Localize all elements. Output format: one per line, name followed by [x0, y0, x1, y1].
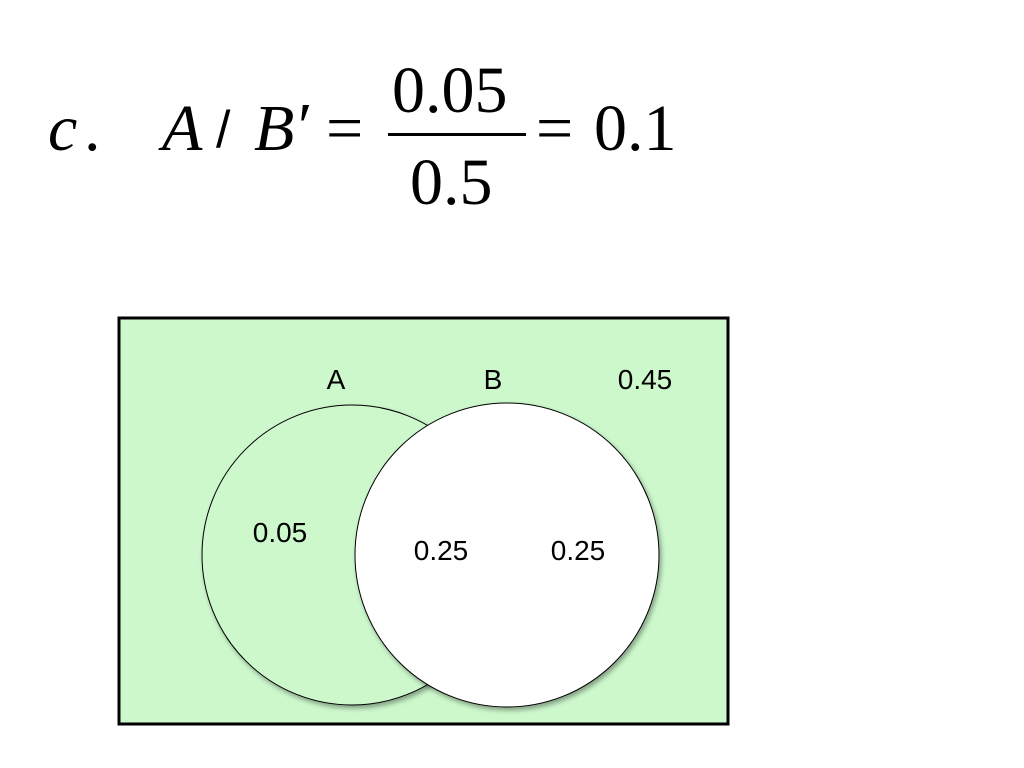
- equals-sign-2: =: [536, 92, 574, 165]
- fraction-numerator: 0.05: [392, 54, 508, 127]
- event-a-symbol: A: [162, 92, 203, 165]
- part-period: .: [84, 92, 101, 165]
- b-only-value: 0.25: [551, 535, 606, 566]
- circle-b: [354, 402, 660, 708]
- slash-symbol: /: [216, 101, 231, 159]
- result-value: 0.1: [594, 92, 677, 165]
- intersection-value: 0.25: [414, 535, 469, 566]
- part-letter: c: [48, 92, 78, 165]
- fraction-bar: [388, 133, 526, 136]
- outside-value: 0.45: [618, 364, 673, 395]
- prime-symbol: ′: [298, 90, 313, 163]
- event-b-symbol: B: [254, 92, 295, 165]
- a-only-value: 0.05: [253, 517, 308, 548]
- equals-sign-1: =: [326, 92, 364, 165]
- label-b: B: [484, 364, 503, 395]
- label-a: A: [327, 364, 346, 395]
- fraction-denominator: 0.5: [410, 146, 493, 219]
